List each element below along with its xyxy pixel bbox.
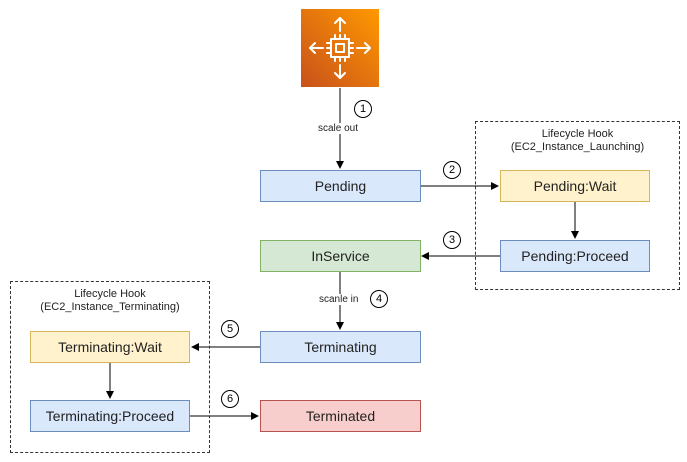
step-marker-5: 5	[221, 320, 239, 338]
step-marker-6: 6	[221, 390, 239, 408]
terminate-group-title: Lifecycle Hook	[74, 288, 146, 300]
step-marker-1: 1	[354, 100, 372, 118]
state-pending: Pending	[260, 170, 421, 202]
terminate-group-subtitle: (EC2_Instance_Terminating)	[40, 301, 180, 313]
ec2-auto-scaling-icon	[301, 9, 379, 87]
launch-lifecycle-hook-group	[475, 121, 680, 290]
state-terminating-wait: Terminating:Wait	[30, 331, 190, 363]
state-terminating: Terminating	[260, 331, 421, 363]
state-pending-proceed: Pending:Proceed	[500, 240, 650, 272]
step-marker-4: 4	[370, 290, 388, 308]
launch-group-title: Lifecycle Hook	[541, 128, 614, 140]
edge-label-scale-out: scale out	[317, 123, 360, 134]
state-terminating-proceed: Terminating:Proceed	[30, 400, 190, 432]
state-inservice: InService	[260, 240, 421, 272]
state-pending-wait: Pending:Wait	[500, 170, 650, 202]
ec2-auto-scaling-glyph	[309, 17, 371, 79]
step-marker-2: 2	[443, 161, 461, 179]
edge-label-scale-in: scanle in	[318, 294, 360, 305]
terminate-group-label: Lifecycle Hook (EC2_Instance_Terminating…	[10, 288, 210, 314]
terminate-lifecycle-hook-group	[10, 281, 210, 453]
state-terminated: Terminated	[260, 400, 421, 432]
step-marker-3: 3	[443, 231, 461, 249]
launch-group-label: Lifecycle Hook (EC2_Instance_Launching)	[475, 128, 680, 154]
launch-group-subtitle: (EC2_Instance_Launching)	[510, 141, 645, 153]
